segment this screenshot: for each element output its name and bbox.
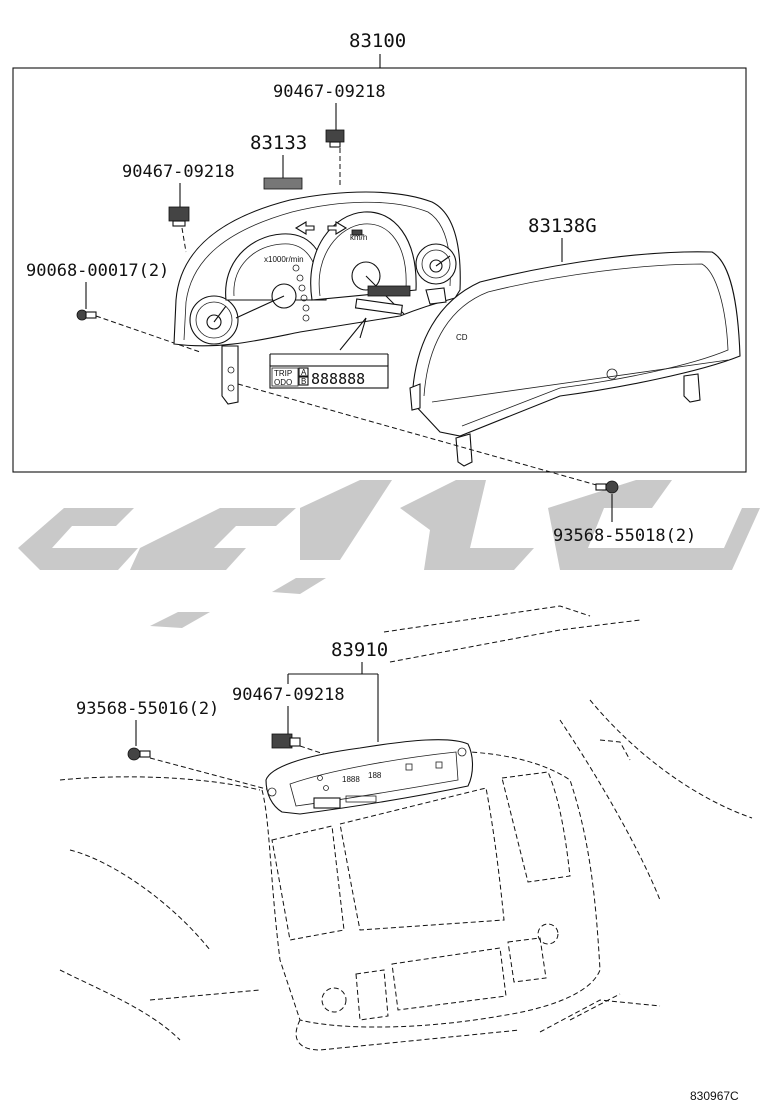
meter-glass: CD: [409, 251, 741, 467]
fuel-gauge: [189, 295, 239, 345]
glass-tab-right: [683, 373, 701, 403]
combination-meter: x1000r/min km/h: [173, 191, 461, 405]
reference-code: 830967C: [690, 1089, 739, 1103]
clip-bottom-part: [271, 733, 301, 749]
dash-clip-left: [181, 227, 187, 253]
trip-knob: [354, 298, 403, 315]
odometer-trip-label: TRIP: [274, 369, 292, 378]
screw-bottom-part: [127, 747, 151, 761]
watermark-logo: [18, 480, 760, 628]
label-display: 83910: [331, 639, 388, 661]
label-screw-right: 93568-55018(2): [553, 526, 696, 546]
label-assembly: 83100: [349, 30, 406, 52]
svg-text:km/h: km/h: [350, 233, 367, 242]
odometer-digits: 888888: [311, 370, 365, 388]
turn-left-icon: [294, 221, 315, 235]
bracket-top-right: [425, 287, 447, 305]
multi-display-unit: 1888 188: [265, 739, 474, 815]
label-clip-bottom: 90467-09218: [232, 685, 345, 705]
turn-right-icon: [327, 221, 348, 235]
bracket-left: [221, 345, 239, 405]
label-screw-bottom: 93568-55016(2): [76, 699, 219, 719]
screw-right-part: [595, 480, 619, 494]
svg-text:x1000r/min: x1000r/min: [264, 255, 304, 264]
display-readout-left: 1888: [342, 775, 360, 784]
glass-tab-bottom: [455, 433, 473, 467]
odometer-odo-label: ODO: [274, 378, 292, 387]
indicator-lamps: [292, 264, 310, 322]
screw-left-part: [76, 309, 97, 321]
dash-screw-right: [237, 383, 601, 487]
dash-screw-left: [95, 315, 201, 353]
clip-left-part: [168, 206, 190, 227]
assembly-box: [12, 67, 747, 473]
odometer-b-label: B: [301, 377, 306, 386]
label-clip-left: 90467-09218: [122, 162, 235, 182]
odometer-a-label: A: [301, 368, 307, 377]
clip-top-part: [325, 129, 345, 148]
label-screw-left: 90068-00017(2): [26, 261, 169, 281]
temperature-gauge: [415, 243, 457, 285]
dash-screw-bottom: [149, 757, 271, 791]
dashboard-outline: [59, 605, 753, 1051]
display-readout-right: 188: [368, 771, 382, 780]
speedometer: km/h: [310, 211, 417, 315]
label-plate: 83133: [250, 132, 307, 154]
label-glass: 83138G: [528, 215, 597, 237]
glass-tab-left: [409, 383, 421, 411]
svg-text:CD: CD: [456, 333, 468, 342]
label-clip-top: 90467-09218: [273, 82, 386, 102]
plate-part: [263, 177, 303, 190]
odometer-inset: TRIP ODO A B 888888: [269, 317, 389, 389]
